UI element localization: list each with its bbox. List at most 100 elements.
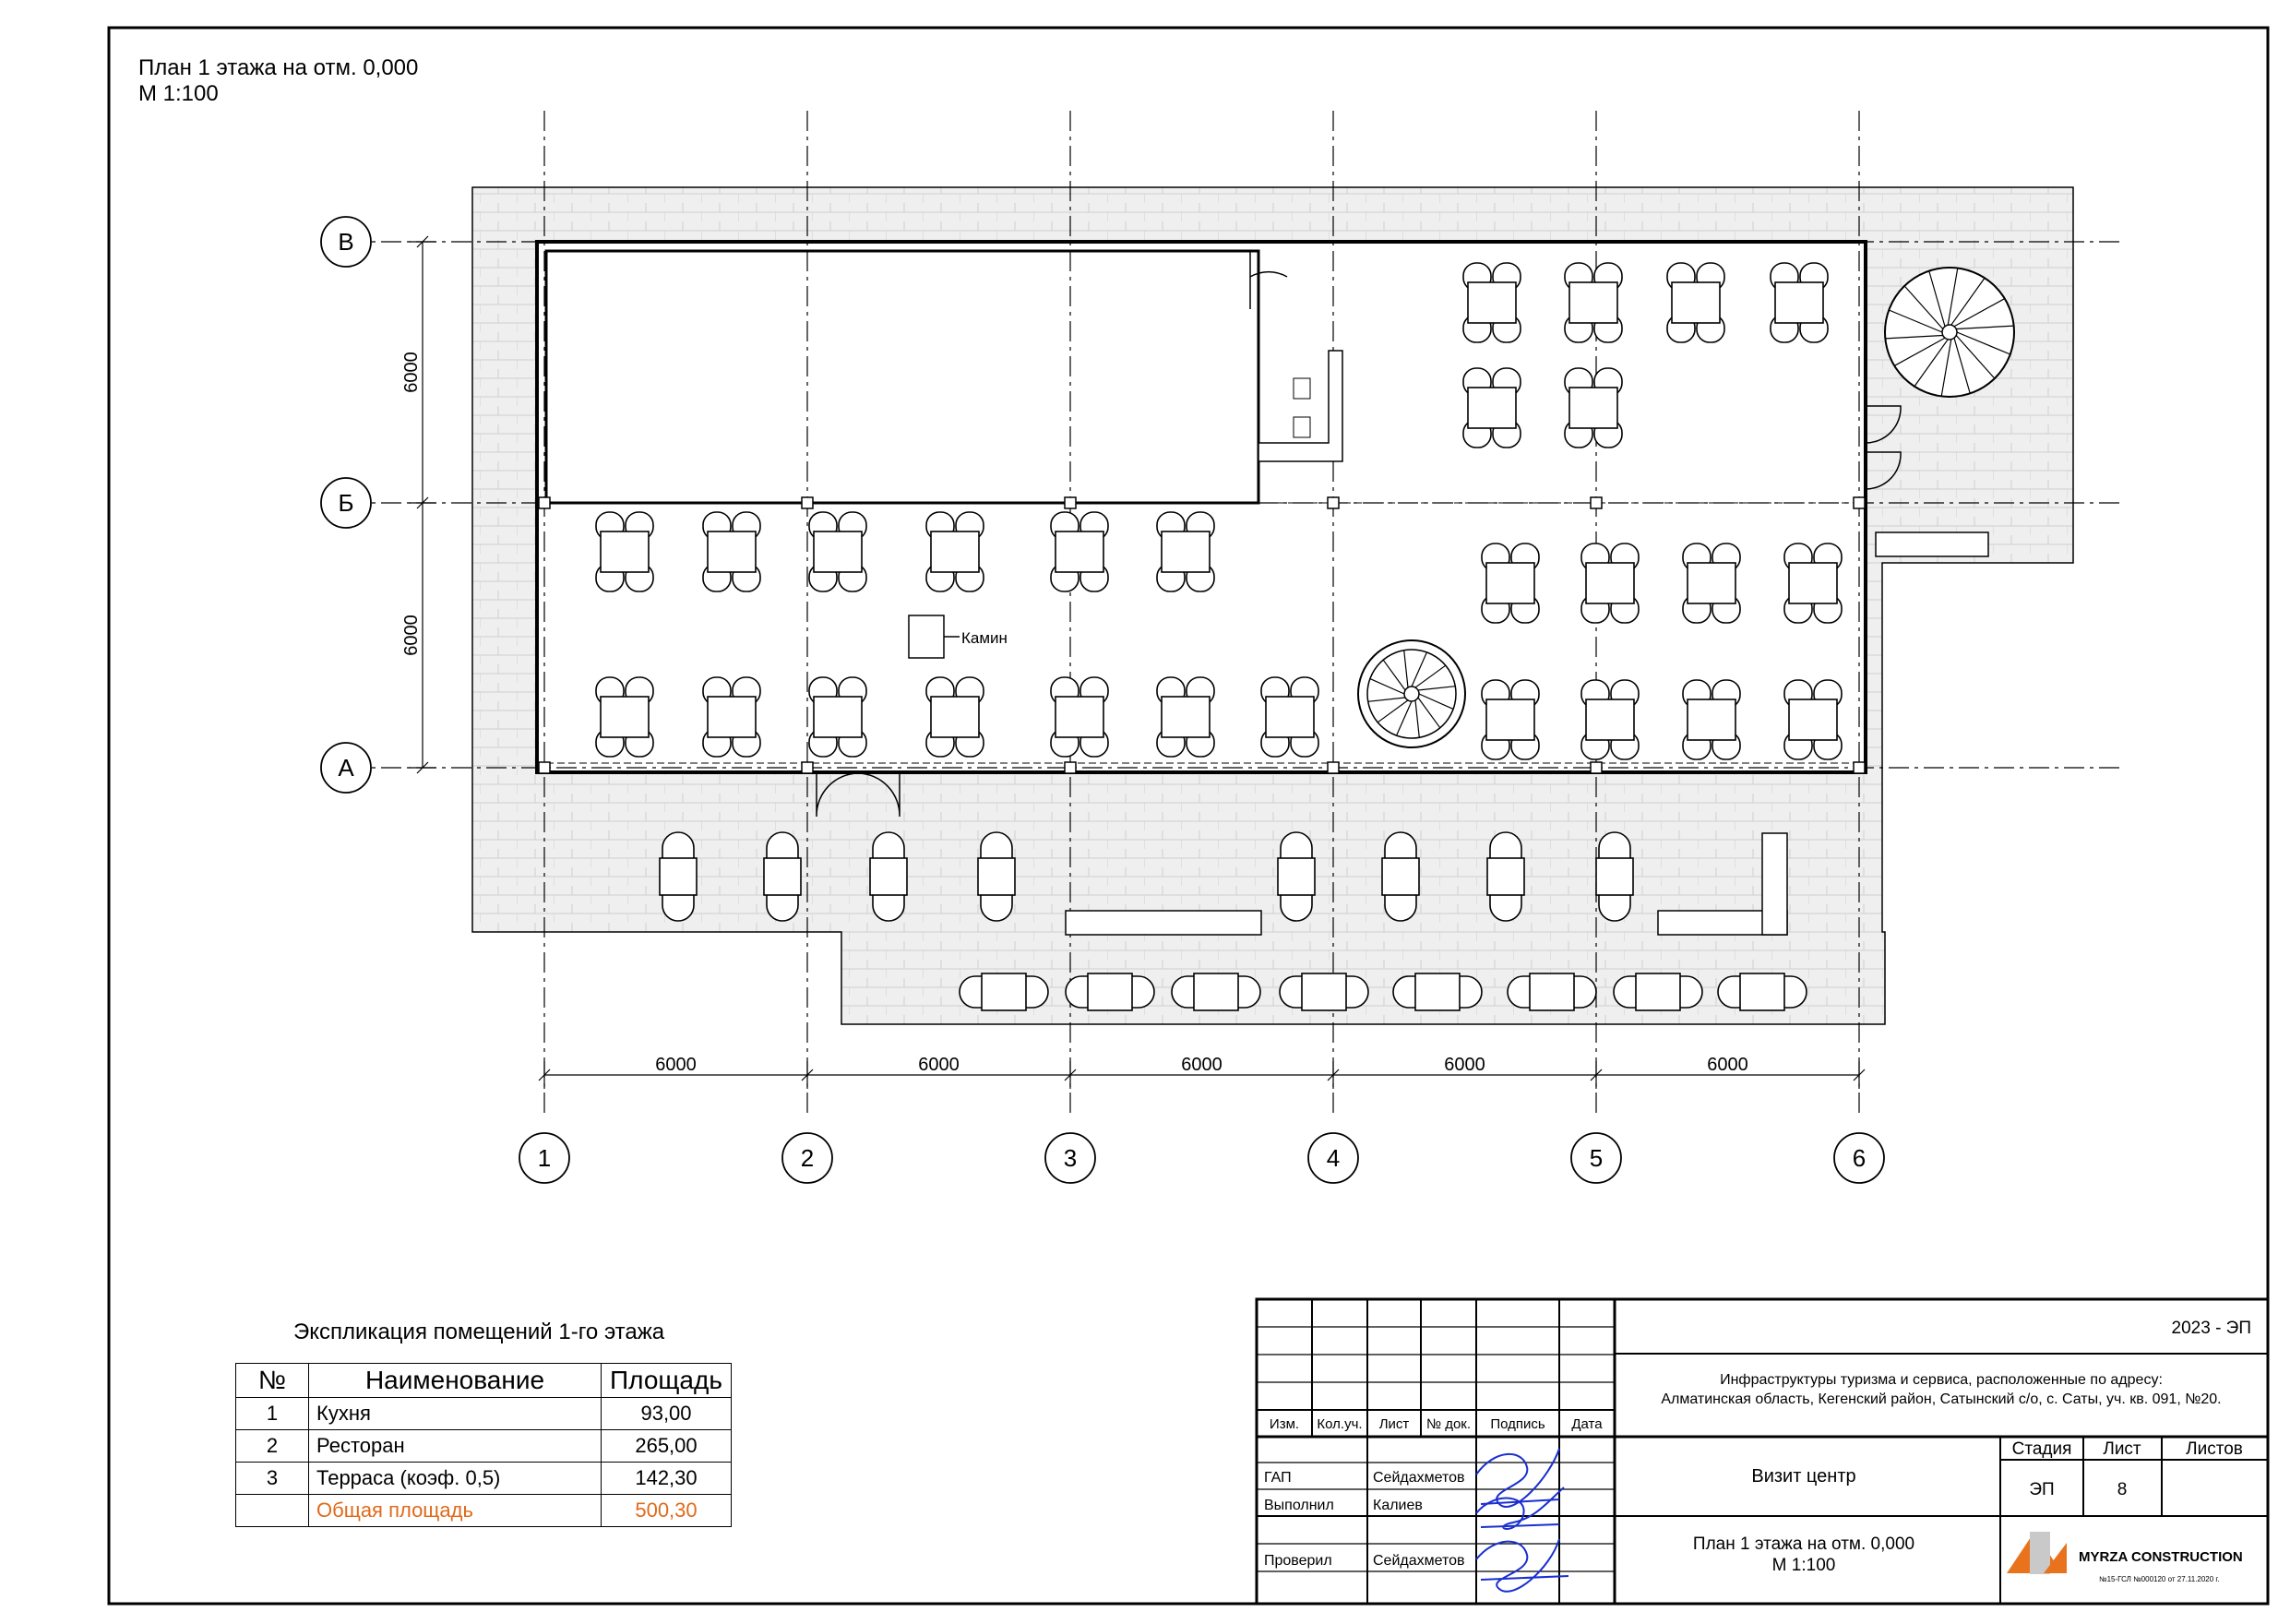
col-header-num: № [235,1363,309,1398]
svg-text:5: 5 [1590,1144,1603,1172]
fireplace [908,615,945,659]
row-num: 1 [235,1397,309,1430]
table-four-seats [1682,679,1741,760]
total-name: Общая площадь [308,1494,602,1527]
sheet-frame [107,26,2270,1606]
table-two-seats [1613,973,1703,1011]
row-num [235,1494,309,1527]
ramp-top [1875,531,1989,557]
object-name: Визит центр [1751,1466,1855,1487]
sheet-title-line1: План 1 этажа на отм. 0,000 [1693,1534,1914,1554]
stamp-role: Выполнил [1264,1498,1334,1513]
axis-bubble-number: 1 [519,1132,570,1184]
row-num: 2 [235,1429,309,1463]
furniture [595,262,1843,1011]
table-four-seats [1783,543,1843,624]
stamp-role: Проверил [1264,1553,1332,1569]
row-name: Кухня [308,1397,602,1430]
table-four-seats [1050,511,1109,592]
axis-bubble-number: 5 [1570,1132,1622,1184]
table-four-seats [702,511,761,592]
svg-text:Б: Б [338,489,353,517]
table-two-seats [1392,973,1483,1011]
table-row: 1 Кухня 93,00 [235,1397,732,1430]
row-num: 3 [235,1462,309,1495]
company-logo [2007,1532,2067,1574]
row-area: 93,00 [601,1397,732,1430]
table-four-seats [1260,676,1319,758]
spiral-stair-inside [1357,639,1466,748]
stamp-person: Сейдахметов [1373,1470,1465,1486]
table-two-seats [763,831,802,922]
table-two-seats [1595,831,1634,922]
table-four-seats [1770,262,1829,343]
table-four-seats [1156,511,1215,592]
explication-table: № Наименование Площадь 1 Кухня 93,00 2 Р… [235,1363,732,1527]
stamp-person: Сейдахметов [1373,1553,1465,1569]
table-four-seats [1564,262,1623,343]
stamp-col-header: Изм. [1270,1416,1299,1432]
stamp-col-header: № док. [1426,1416,1471,1432]
ramp-left [1065,910,1262,936]
table-two-seats [1717,973,1807,1011]
fireplace-label: Камин [961,629,1008,647]
bar-counter [1258,350,1343,462]
dim-label-vertical: 6000 [401,615,422,656]
table-four-seats [1156,676,1215,758]
table-four-seats [1462,367,1521,448]
axis-grid [346,111,2122,1116]
table-two-seats [1486,831,1525,922]
axis-bubble-letter: В [320,216,372,268]
row-area: 142,30 [601,1462,732,1495]
table-four-seats [1783,679,1843,760]
company-name: MYRZA CONSTRUCTION [2079,1549,2243,1565]
table-two-seats [977,831,1016,922]
axis-bubble-number: 2 [781,1132,833,1184]
title-block [1255,1297,2270,1606]
svg-text:А: А [338,754,354,782]
table-two-seats [1507,973,1597,1011]
dimension-lines [409,235,1866,1089]
dim-label-horizontal: 6000 [1707,1055,1748,1075]
plan-title-line2: М 1:100 [138,81,219,106]
col-header-area: Площадь [601,1363,732,1398]
table-four-seats [1050,676,1109,758]
table-two-seats [1381,831,1420,922]
stamp-col-header: Кол.уч. [1317,1416,1362,1432]
stamp-col-header: Подпись [1490,1416,1545,1432]
table-two-seats [659,831,698,922]
svg-text:3: 3 [1064,1144,1077,1172]
table-four-seats [1580,679,1640,760]
table-two-seats [1065,973,1155,1011]
table-two-seats [1279,973,1369,1011]
kitchen-room [544,249,1260,505]
axis-bubbles: 1 2 3 4 5 6 В Б А [320,216,1885,1184]
table-row: 3 Терраса (коэф. 0,5) 142,30 [235,1462,732,1495]
axis-bubble-number: 3 [1044,1132,1096,1184]
table-four-seats [1580,543,1640,624]
table-two-seats [959,973,1049,1011]
table-two-seats [1277,831,1316,922]
signatures [1475,1448,1569,1593]
dim-label-horizontal: 6000 [655,1055,697,1075]
svg-text:В: В [338,228,353,256]
sheet-title-line2: М 1:100 [1772,1556,1836,1575]
axis-bubble-letter: А [320,742,372,794]
plan-title: План 1 этажа на отм. 0,000 М 1:100 [138,55,418,107]
table-four-seats [1462,262,1521,343]
sheet-label: Лист [2103,1439,2141,1459]
stamp-person: Калиев [1373,1498,1423,1513]
svg-text:4: 4 [1327,1144,1340,1172]
table-four-seats [595,676,654,758]
spiral-stair-outside [1884,267,2015,398]
svg-text:1: 1 [538,1144,551,1172]
svg-text:6: 6 [1853,1144,1866,1172]
table-row: 2 Ресторан 265,00 [235,1429,732,1463]
table-four-seats [1564,367,1623,448]
table-four-seats [1481,543,1540,624]
table-four-seats [702,676,761,758]
axis-bubble-number: 4 [1307,1132,1359,1184]
table-row-total: Общая площадь 500,30 [235,1494,732,1527]
